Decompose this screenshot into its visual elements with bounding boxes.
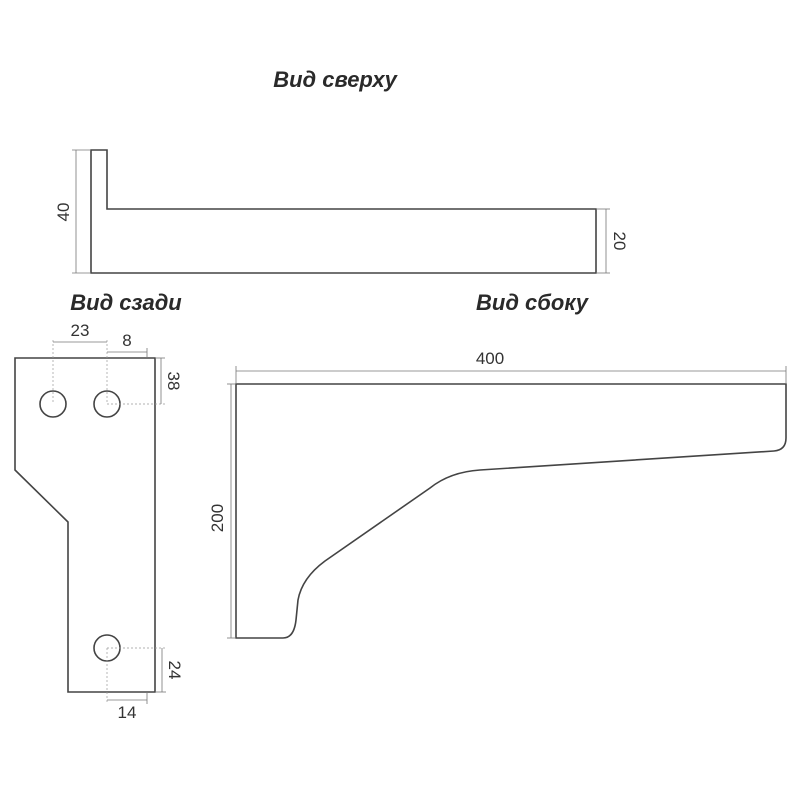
svg-text:14: 14 [118,703,137,722]
dimension-14: 14 [106,648,148,722]
back-view-outline [14,357,156,693]
svg-text:20: 20 [610,232,629,251]
dimension-400: 400 [235,349,787,384]
svg-text:200: 200 [208,504,227,532]
top-view-outline [90,149,597,274]
dimension-8: 8 [107,331,148,358]
dimension-24: 24 [107,647,184,693]
dimension-40: 40 [54,149,91,274]
top-view-title: Вид сверху [273,67,398,92]
side-view-outline [235,383,787,639]
svg-text:24: 24 [165,661,184,680]
side-view-title: Вид сбоку [476,290,590,315]
dimension-20: 20 [596,208,629,274]
dimension-23: 23 [52,321,108,404]
svg-text:38: 38 [164,372,183,391]
hole-top-left [39,390,67,418]
dimension-200: 200 [208,383,236,639]
svg-text:23: 23 [71,321,90,340]
dimension-38: 38 [107,357,183,405]
svg-text:400: 400 [476,349,504,368]
svg-text:40: 40 [54,203,73,222]
svg-text:8: 8 [122,331,131,350]
back-view-title: Вид сзади [70,290,182,315]
